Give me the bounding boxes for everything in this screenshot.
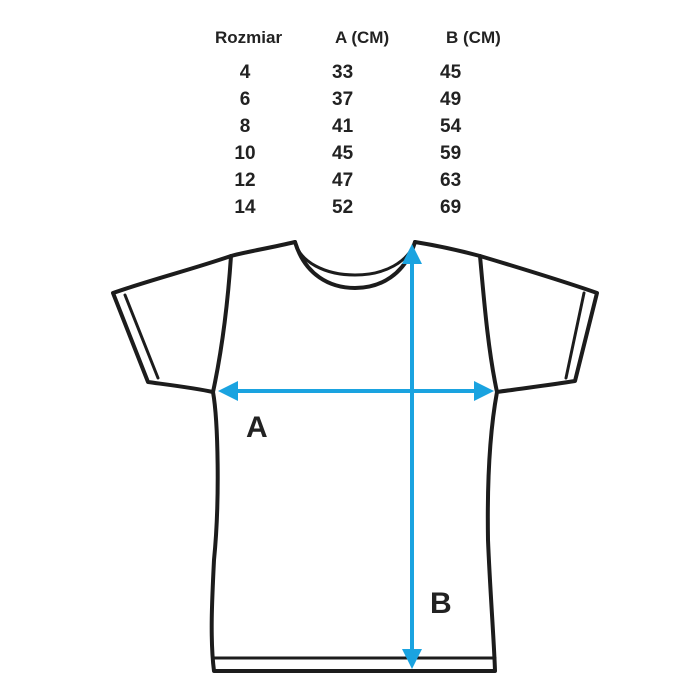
b-cell: 69 xyxy=(440,197,462,218)
header-size: Rozmiar xyxy=(215,28,283,47)
b-cell: 63 xyxy=(440,170,462,191)
a-cell: 47 xyxy=(332,170,354,191)
left-sleeve-seam xyxy=(211,254,233,394)
a-cell: 37 xyxy=(332,89,354,110)
size-cell: 12 xyxy=(234,170,256,191)
b-cell: 49 xyxy=(440,89,462,110)
shirt-body xyxy=(111,240,599,673)
size-cell: 6 xyxy=(239,89,251,110)
b-cell: 59 xyxy=(440,143,462,164)
size-cell: 4 xyxy=(239,62,251,83)
b-cell: 54 xyxy=(440,116,462,137)
a-cell: 52 xyxy=(332,197,354,218)
size-cell: 14 xyxy=(234,197,256,218)
right-sleeve-seam xyxy=(478,254,499,394)
right-sleeve-hem xyxy=(564,291,586,380)
left-sleeve-hem xyxy=(123,293,160,380)
tshirt-outline xyxy=(111,240,599,673)
size-table: Rozmiar A (CM) B (CM) 4 33 45 6 37 49 8 … xyxy=(0,0,700,230)
b-cell: 45 xyxy=(440,62,462,83)
size-cell: 10 xyxy=(234,143,256,164)
a-cell: 45 xyxy=(332,143,354,164)
label-a: A xyxy=(246,411,268,444)
header-a: A (CM) xyxy=(335,28,390,47)
header-b: B (CM) xyxy=(446,28,501,47)
a-cell: 33 xyxy=(332,62,354,83)
a-cell: 41 xyxy=(332,116,354,137)
size-cell: 8 xyxy=(239,116,251,137)
label-b: B xyxy=(430,587,452,620)
